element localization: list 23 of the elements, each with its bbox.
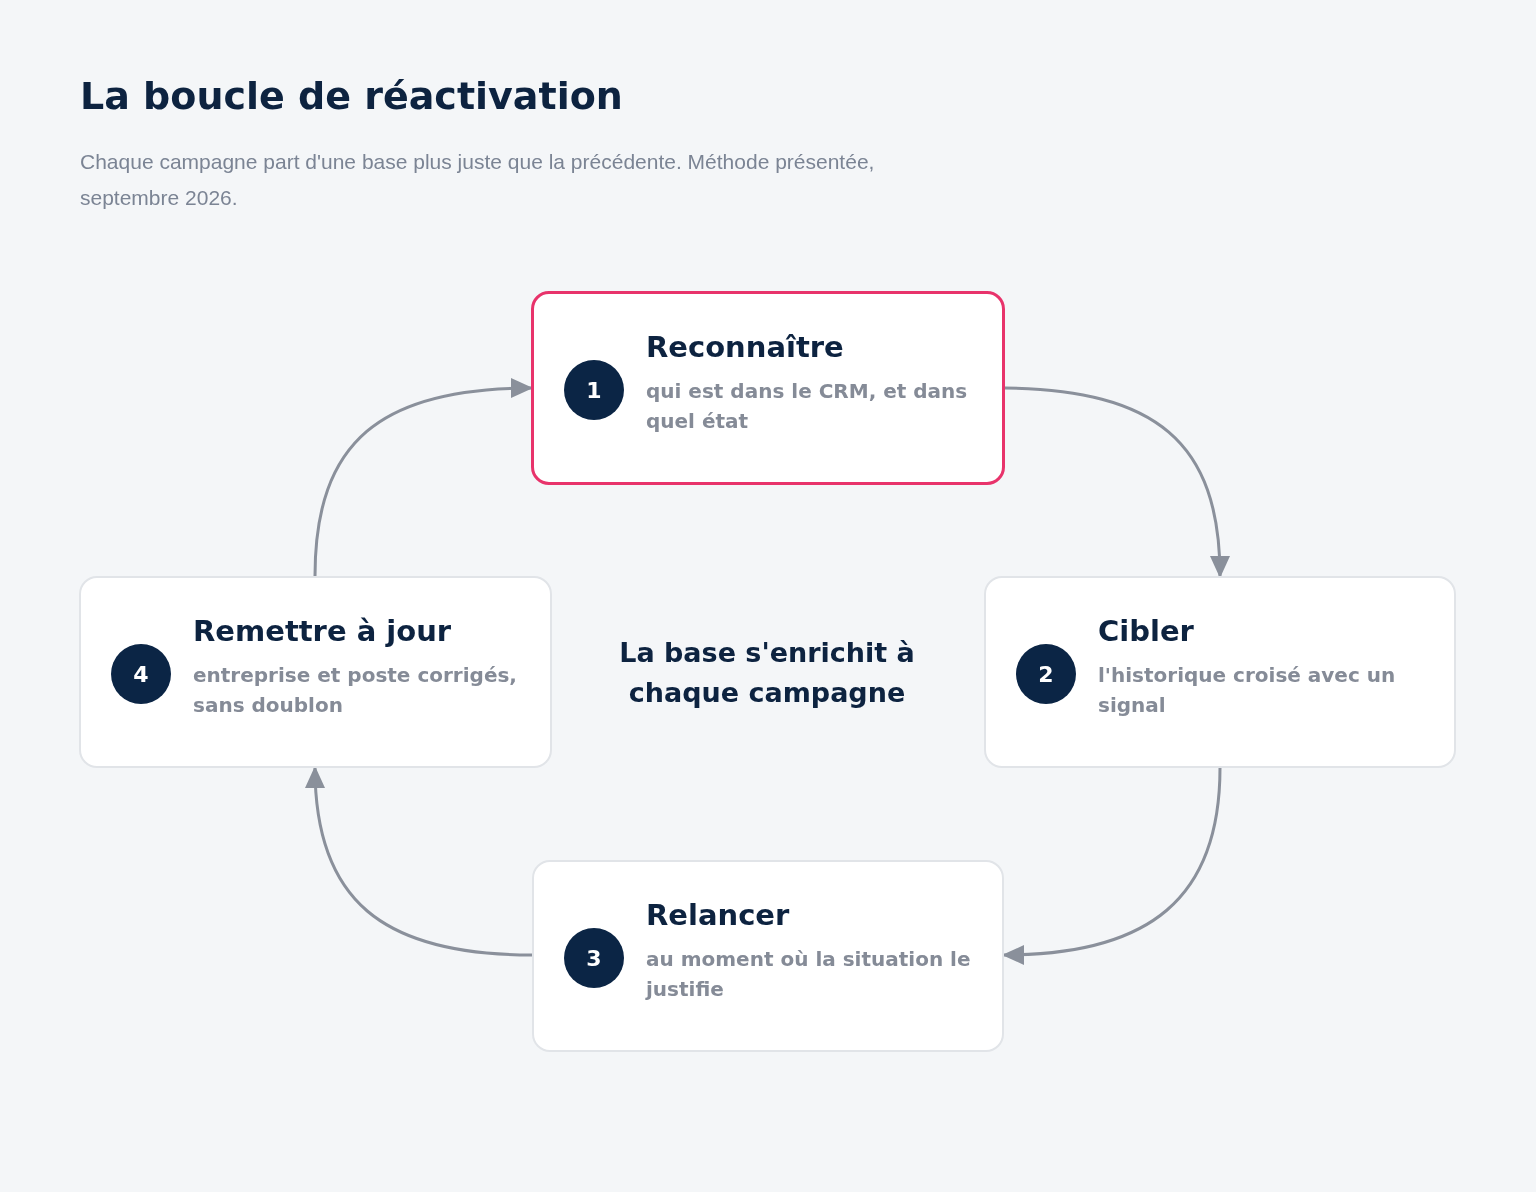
subtitle: Chaque campagne part d'une base plus juste que la précédente. Méthode présentée, septembre 2026. xyxy=(80,149,876,211)
step-description: qui est dans le CRM, et dans quel état xyxy=(646,378,969,435)
step-title: Relancer xyxy=(646,898,790,932)
center-note: La base s'enrichit à chaque campagne xyxy=(618,636,916,710)
step-number-badge: 1 xyxy=(564,360,624,420)
diagram-title: La boucle de réactivation xyxy=(80,74,623,118)
step-number-badge: 4 xyxy=(111,644,171,704)
step-number-badge: 2 xyxy=(1016,644,1076,704)
step-title: Remettre à jour xyxy=(193,614,452,648)
step-description: au moment où la situation le justifie xyxy=(646,946,972,1003)
step-card xyxy=(79,576,552,768)
arrow xyxy=(1002,767,1222,965)
arrow xyxy=(1004,386,1230,578)
step-description: entreprise et poste corrigés, sans doublon xyxy=(193,662,518,719)
step-card xyxy=(532,860,1004,1052)
highlighted-step-card xyxy=(531,291,1005,485)
step-number-badge: 3 xyxy=(564,928,624,988)
step-description: l'historique croisé avec un signal xyxy=(1098,662,1397,719)
step-title: Reconnaître xyxy=(646,330,844,364)
arrow xyxy=(313,378,533,577)
step-title: Cibler xyxy=(1098,614,1194,648)
step-card xyxy=(984,576,1456,768)
arrow xyxy=(305,766,533,957)
